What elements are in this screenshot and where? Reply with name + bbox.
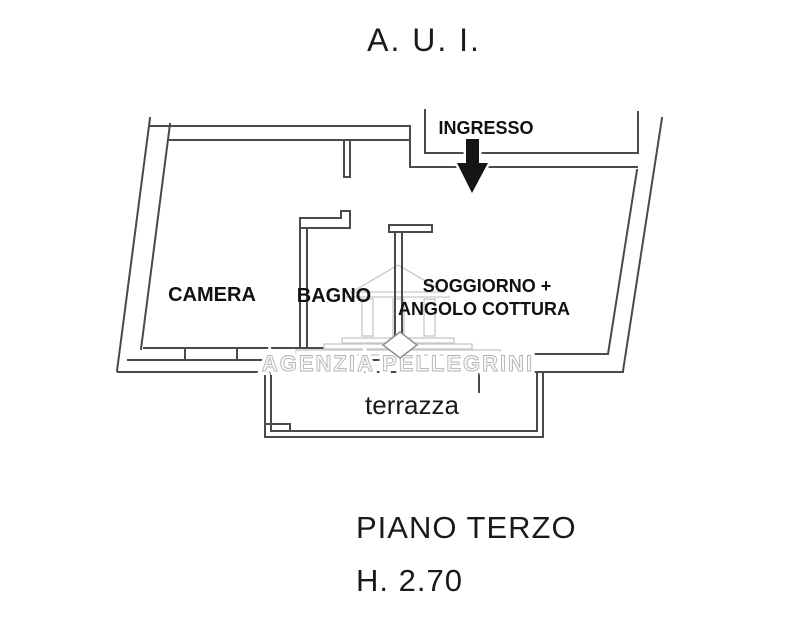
room-label-soggiorno-line1: SOGGIORNO + — [423, 276, 552, 296]
room-label-camera: CAMERA — [168, 284, 256, 306]
plan-title: A. U. I. — [367, 22, 481, 58]
wall-bottom — [117, 347, 624, 373]
wall-vestibule — [409, 109, 639, 168]
wall-terrace — [264, 371, 544, 438]
door-symbol — [381, 232, 419, 359]
room-label-bagno: BAGNO — [297, 285, 371, 307]
wall-divider-cap — [388, 224, 433, 233]
wall-left-diagonal — [115, 116, 172, 373]
room-label-ingresso: INGRESSO — [438, 118, 533, 138]
window-symbol — [184, 347, 238, 361]
ceiling-height-label: H. 2.70 — [356, 563, 463, 598]
room-label-terrazza: terrazza — [365, 390, 459, 420]
room-label-soggiorno-line2: ANGOLO COTTURA — [398, 299, 570, 319]
floor-label: PIANO TERZO — [356, 510, 577, 545]
entrance-arrow-icon — [452, 136, 493, 199]
wall-bagno — [299, 210, 351, 349]
wall-top — [148, 125, 411, 168]
wall-right-diagonal — [606, 116, 664, 373]
walls — [115, 109, 664, 438]
wall-stub — [343, 139, 351, 178]
